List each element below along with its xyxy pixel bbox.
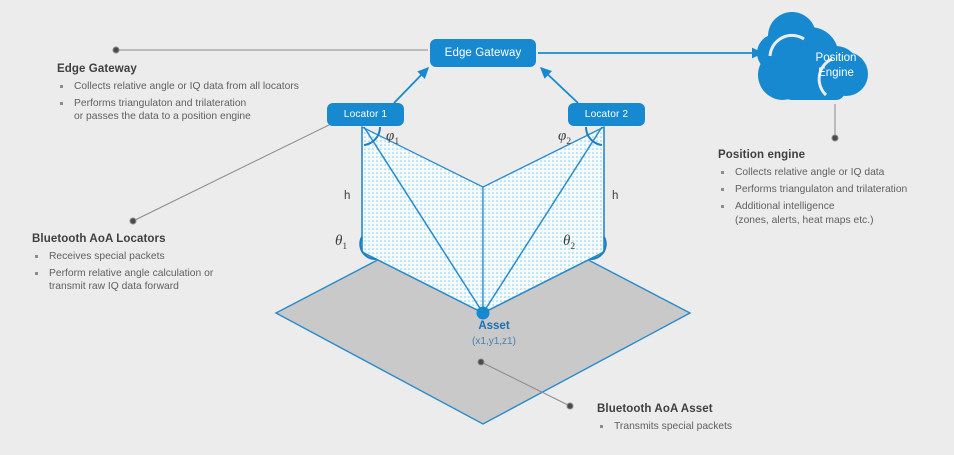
- phi1-arc: [363, 126, 382, 146]
- callout-position-engine-bullet-1: Collects relative angle or IQ data: [718, 166, 946, 179]
- callout-asset-list: Transmits special packets: [597, 420, 817, 433]
- arrow-locator1-to-gateway: [393, 66, 430, 104]
- edge-gateway-node[interactable]: Edge Gateway: [430, 39, 536, 67]
- callout-locators-list: Receives special packets Perform relativ…: [32, 250, 277, 294]
- callout-asset: Bluetooth AoA Asset Transmits special pa…: [597, 403, 817, 437]
- locator-2-node[interactable]: Locator 2: [568, 103, 645, 126]
- locator-1-node[interactable]: Locator 1: [327, 103, 404, 126]
- callout-position-engine: Position engine Collects relative angle …: [718, 149, 946, 231]
- locator-1-node-label: Locator 1: [343, 109, 388, 120]
- callout-locators-bullet-1: Receives special packets: [32, 250, 277, 263]
- theta-1-label: θ1: [335, 233, 347, 252]
- ray-locator1-asset: [363, 126, 484, 314]
- callout-edge-gateway: Edge Gateway Collects relative angle or …: [57, 63, 332, 128]
- callout-edge-gateway-bullet-2: Performs triangulaton and trilateration …: [57, 97, 332, 123]
- callout-position-engine-bullet-2: Performs triangulaton and trilateration: [718, 183, 946, 196]
- callout-locators: Bluetooth AoA Locators Receives special …: [32, 233, 277, 298]
- phi-1-label: φ1: [386, 128, 399, 147]
- phi-1-subscript: 1: [394, 137, 400, 147]
- callout-asset-bullet-1: Transmits special packets: [597, 420, 817, 433]
- asset-point: [476, 306, 490, 320]
- phi2-arc: [584, 126, 603, 146]
- asset-label: Asset: [478, 320, 510, 332]
- height-label-right: h: [612, 190, 619, 202]
- theta2-arc: [589, 236, 607, 261]
- position-engine-cloud-icon: [757, 12, 868, 100]
- callout-locators-title: Bluetooth AoA Locators: [32, 233, 166, 245]
- position-engine-cloud-label: Position Engine: [815, 52, 857, 79]
- callout-position-engine-bullet-3: Additional intelligence (zones, alerts, …: [718, 200, 946, 226]
- theta-1-symbol: θ: [335, 233, 343, 249]
- locator-2-node-label: Locator 2: [584, 109, 629, 120]
- phi-2-subscript: 2: [566, 137, 572, 147]
- asset-coordinates-label: (x1,y1,z1): [472, 336, 516, 347]
- callout-asset-title: Bluetooth AoA Asset: [597, 403, 713, 415]
- theta-1-subscript: 1: [342, 242, 348, 252]
- theta-2-label: θ2: [563, 233, 575, 252]
- callout-position-engine-list: Collects relative angle or IQ data Perfo…: [718, 166, 946, 227]
- callout-position-engine-title: Position engine: [718, 149, 806, 161]
- callout-edge-gateway-bullet-1: Collects relative angle or IQ data from …: [57, 80, 332, 93]
- callout-edge-gateway-list: Collects relative angle or IQ data from …: [57, 80, 332, 124]
- ray-locator2-asset: [482, 126, 603, 314]
- leader-lines: [112, 46, 839, 410]
- phi-2-symbol: φ: [558, 128, 567, 144]
- ground-line-left: [361, 251, 484, 314]
- callout-locators-bullet-2: Perform relative angle calculation or tr…: [32, 267, 277, 293]
- theta-2-symbol: θ: [563, 233, 571, 249]
- theta1-arc: [359, 236, 377, 261]
- phi-2-label: φ2: [558, 128, 571, 147]
- arrow-locator2-to-gateway: [539, 67, 579, 104]
- theta-2-subscript: 2: [570, 242, 576, 252]
- edge-gateway-node-label: Edge Gateway: [444, 47, 522, 59]
- phi-1-symbol: φ: [386, 128, 395, 144]
- height-label-left: h: [344, 190, 351, 202]
- ground-line-right: [482, 251, 605, 314]
- callout-edge-gateway-title: Edge Gateway: [57, 63, 137, 75]
